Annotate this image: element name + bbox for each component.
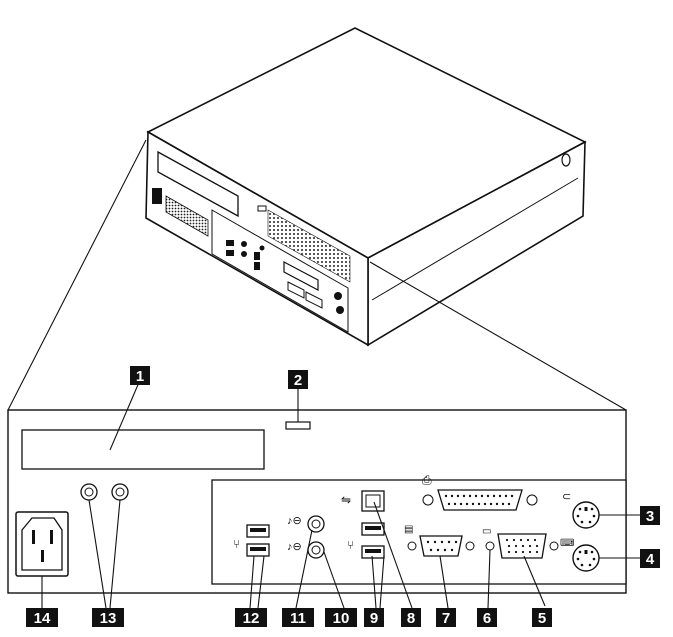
- callout-12: 12: [235, 608, 267, 627]
- projection-line-right: [369, 261, 627, 411]
- callout-number: 9: [370, 610, 378, 627]
- callout-number: 12: [243, 610, 260, 627]
- callout-3: 3: [640, 506, 660, 525]
- callout-box: [401, 608, 421, 627]
- callout-4: 4: [640, 549, 660, 568]
- usb-icon: ⑂: [347, 538, 354, 552]
- rear-panel-view: ⑂ ♪⊖ ♪⊖ ⇋ ⑂: [7, 409, 627, 594]
- callout-number: 10: [333, 610, 350, 627]
- callout-2: 2: [288, 370, 308, 389]
- callout-number: 8: [407, 610, 415, 627]
- drive-bay: [21, 429, 265, 470]
- ethernet-connector: ⇋: [341, 490, 385, 512]
- callout-box: [130, 366, 150, 385]
- callout-number: 6: [483, 610, 491, 627]
- callout-number: 13: [100, 610, 117, 627]
- callout-box: [532, 608, 552, 627]
- cover-latch: [285, 421, 311, 430]
- callout-9: 9: [364, 608, 384, 627]
- callout-box: [92, 608, 124, 627]
- power-connector-icon: [32, 530, 53, 562]
- audio-line-in-icon: ♪⊖: [287, 541, 302, 553]
- callout-number: 14: [34, 610, 51, 627]
- callout-14: 14: [26, 608, 58, 627]
- connector-subpanel: [211, 479, 627, 585]
- callout-box: [640, 549, 660, 568]
- callout-box: [436, 608, 456, 627]
- parallel-printer-icon: ⎙: [422, 473, 432, 487]
- keyboard-icon: ⌨: [560, 538, 574, 549]
- mouse-connector: ⊂: [562, 491, 600, 529]
- callout-box: [282, 608, 314, 627]
- callout-number: 1: [136, 368, 144, 385]
- callout-box: [235, 608, 267, 627]
- serial-port-icon: ▤: [404, 524, 413, 535]
- callout-box: [26, 608, 58, 627]
- audio-line-out-jack: ♪⊖: [287, 515, 325, 533]
- callout-number: 5: [538, 610, 546, 627]
- callout-box: [288, 370, 308, 389]
- callout-box: [477, 608, 497, 627]
- callout-box: [640, 506, 660, 525]
- audio-line-out-icon: ♪⊖: [287, 515, 302, 527]
- power-connector: [15, 511, 69, 577]
- callout-box: [364, 608, 384, 627]
- projection-line-left: [7, 139, 147, 411]
- parallel-connector: ⎙: [422, 473, 538, 511]
- monitor-icon: ▭: [482, 526, 491, 537]
- callout-number: 7: [442, 610, 450, 627]
- ethernet-icon: ⇋: [341, 493, 351, 507]
- audio-line-in-jack: ♪⊖: [287, 541, 325, 559]
- callout-box: [325, 608, 357, 627]
- usb-icon: ⑂: [233, 537, 240, 551]
- callout-10: 10: [325, 608, 357, 627]
- callout-11: 11: [282, 608, 314, 627]
- usb-ports-rear-left: ⑂: [233, 524, 270, 557]
- keyboard-connector: ⌨: [560, 538, 600, 572]
- callout-number: 4: [646, 551, 655, 568]
- monitor-connector: ▭: [482, 526, 559, 559]
- callout-13: 13: [92, 608, 124, 627]
- computer-isometric-view: [145, 27, 587, 347]
- callout-7: 7: [436, 608, 456, 627]
- callout-1: 1: [130, 366, 150, 385]
- callout-5: 5: [532, 608, 552, 627]
- callout-6: 6: [477, 608, 497, 627]
- callout-number: 3: [646, 508, 654, 525]
- leader-lines: [41, 379, 640, 609]
- callout-number: 11: [290, 610, 306, 627]
- mouse-icon: ⊂: [562, 491, 571, 503]
- callout-8: 8: [401, 608, 421, 627]
- serial-connector: ▤: [404, 524, 475, 557]
- callout-number: 2: [294, 372, 302, 389]
